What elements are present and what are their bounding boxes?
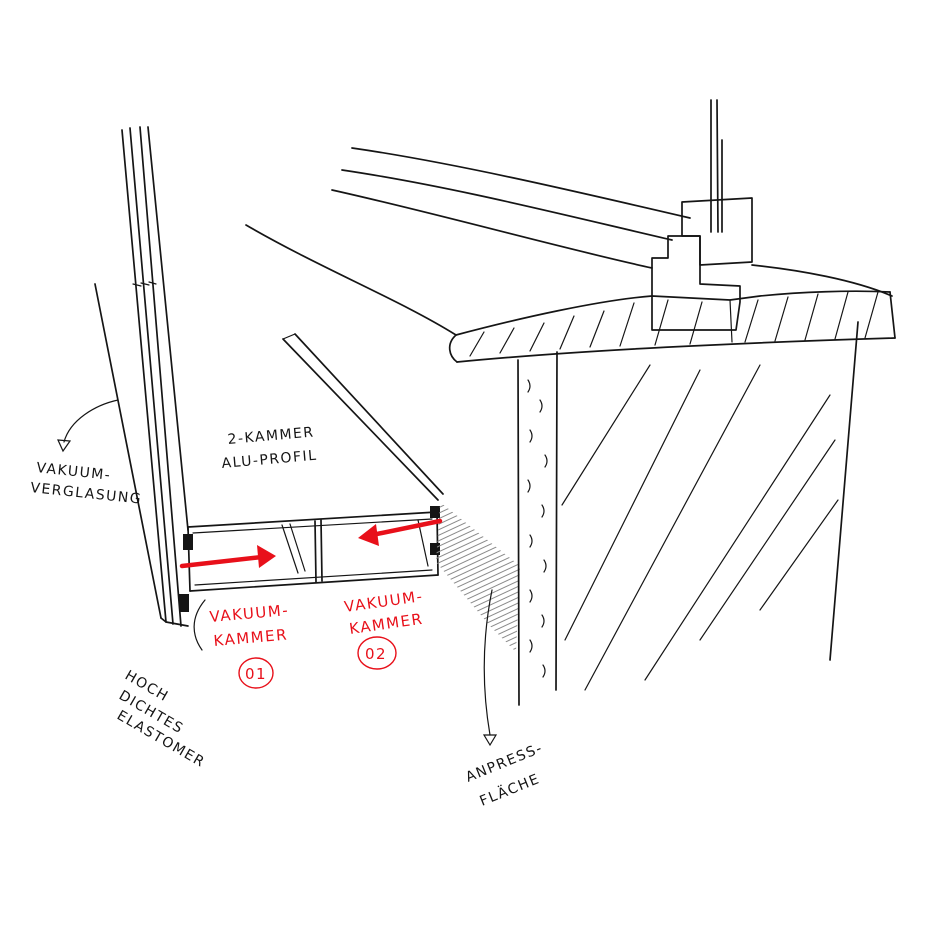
arrow-chamber-1-head (257, 545, 276, 568)
top-line-2 (341, 169, 673, 241)
slab-top (455, 290, 891, 336)
slab-hatch (469, 291, 879, 357)
frame-top-edge (751, 264, 893, 297)
pressure-leader-head (482, 734, 498, 747)
top-line-4 (245, 224, 457, 336)
chamber-2-web (417, 519, 429, 567)
glazing-pane-4 (147, 126, 189, 531)
label-elastomer: HOCH DICHTES ELASTOMER (114, 668, 208, 771)
glazing-label-line2: VERGLASUNG (30, 480, 143, 508)
glazing-outer-edge (94, 283, 162, 619)
chamber-2-number-circle (357, 636, 397, 670)
profile-top-inner (192, 518, 433, 534)
gasket-right-bottom (430, 543, 440, 555)
chamber-1-number: 01 (245, 665, 267, 683)
profile-bottom-inner (194, 569, 433, 586)
label-chamber-2: VAKUUM- KAMMER 02 (343, 587, 425, 670)
gasket-left-top (183, 534, 193, 550)
upper-glazing-lines (710, 99, 723, 233)
gasket-right-top (430, 506, 440, 518)
label-pressure: ANPRESS- FLÄCHE (464, 740, 546, 810)
profile-bottom-outer (189, 574, 439, 592)
lower-frame-block (651, 235, 741, 331)
slab-left-end (448, 334, 458, 363)
upper-frame (651, 99, 753, 331)
slab-right-end (889, 291, 896, 339)
vacuum-glazing (94, 126, 189, 627)
post-stipple (527, 379, 548, 678)
label-chamber-1: VAKUUM- KAMMER 01 (209, 601, 290, 689)
plate-edge-1 (282, 338, 439, 501)
wall-edge (829, 321, 859, 661)
vacuum-arrows (179, 518, 443, 569)
pressure-leader (483, 589, 493, 736)
elastomer-gaskets (179, 506, 440, 612)
top-line-3 (331, 189, 653, 269)
arrow-chamber-2-head (358, 524, 379, 546)
glazing-ticks (132, 281, 157, 287)
post-left (517, 359, 520, 706)
pressure-surface-hatch (436, 502, 520, 652)
leaders (57, 399, 498, 747)
post-right (555, 351, 558, 691)
wall-hatch (561, 364, 839, 691)
chamber-1-web (281, 523, 306, 574)
glazing-bottom (160, 617, 189, 627)
glazing-pane-1 (121, 129, 167, 623)
slab-joint (729, 299, 733, 343)
profile-partition (314, 519, 323, 583)
plate-cap (282, 333, 296, 340)
profile-top-outer (187, 511, 438, 528)
glazing-pane-2 (129, 127, 174, 625)
chamber-1-label-line1: VAKUUM- (209, 601, 290, 626)
glazing-label-line1: VAKUUM- (36, 460, 112, 484)
plate-edge-2 (294, 333, 444, 495)
arrow-chamber-2 (369, 518, 443, 538)
chamber-1-number-circle (238, 657, 274, 689)
profile-label-line2: ALU-PROFIL (221, 448, 318, 472)
right-wall (561, 321, 859, 691)
elastomer-leader (193, 599, 206, 651)
label-glazing: VAKUUM- VERGLASUNG (30, 460, 143, 508)
chamber-2-number: 02 (365, 645, 387, 663)
glazing-pane-3 (139, 126, 182, 627)
label-profile: 2-KAMMER ALU-PROFIL (221, 424, 318, 472)
glazing-leader (63, 399, 119, 443)
glazing-leader-head (57, 439, 72, 453)
alu-profile (187, 511, 439, 592)
slab-bottom (456, 337, 896, 363)
arrow-chamber-1 (179, 554, 265, 569)
gasket-left-bottom (179, 594, 189, 612)
slab-lines (245, 147, 896, 363)
pressure-plate (282, 333, 520, 652)
casement-post (517, 351, 558, 706)
chamber-1-label-line2: KAMMER (213, 626, 289, 650)
profile-label-line1: 2-KAMMER (227, 424, 315, 448)
top-line-1 (351, 147, 691, 219)
